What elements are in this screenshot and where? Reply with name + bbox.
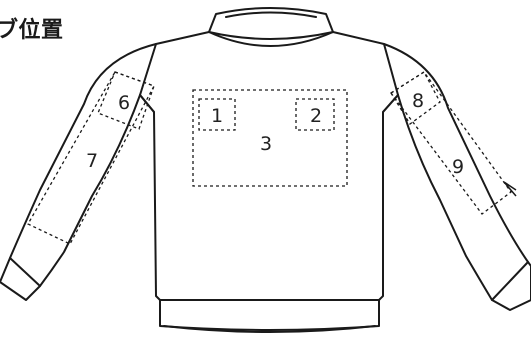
left-sleeve-inner [40, 95, 140, 286]
zone-label-2: 2 [310, 105, 322, 127]
zone-9-box [391, 72, 511, 214]
zone-label-1: 1 [211, 105, 223, 127]
zone-label-7: 7 [86, 150, 98, 172]
zone-label-8: 8 [412, 90, 424, 112]
right-sleeve-outer [384, 44, 528, 262]
right-sleeve-inner [398, 95, 492, 300]
zone-label-3: 3 [260, 133, 272, 155]
left-cuff [0, 258, 40, 300]
zone-label-6: 6 [118, 92, 130, 114]
right-armhole-seam [383, 95, 398, 112]
collar-inner [226, 13, 316, 18]
body-outline [140, 32, 398, 300]
partial-mark [504, 182, 516, 196]
hem-band [160, 300, 379, 330]
zone-label-9: 9 [452, 156, 464, 178]
left-sleeve-outer [10, 44, 156, 258]
right-cuff [492, 262, 531, 310]
